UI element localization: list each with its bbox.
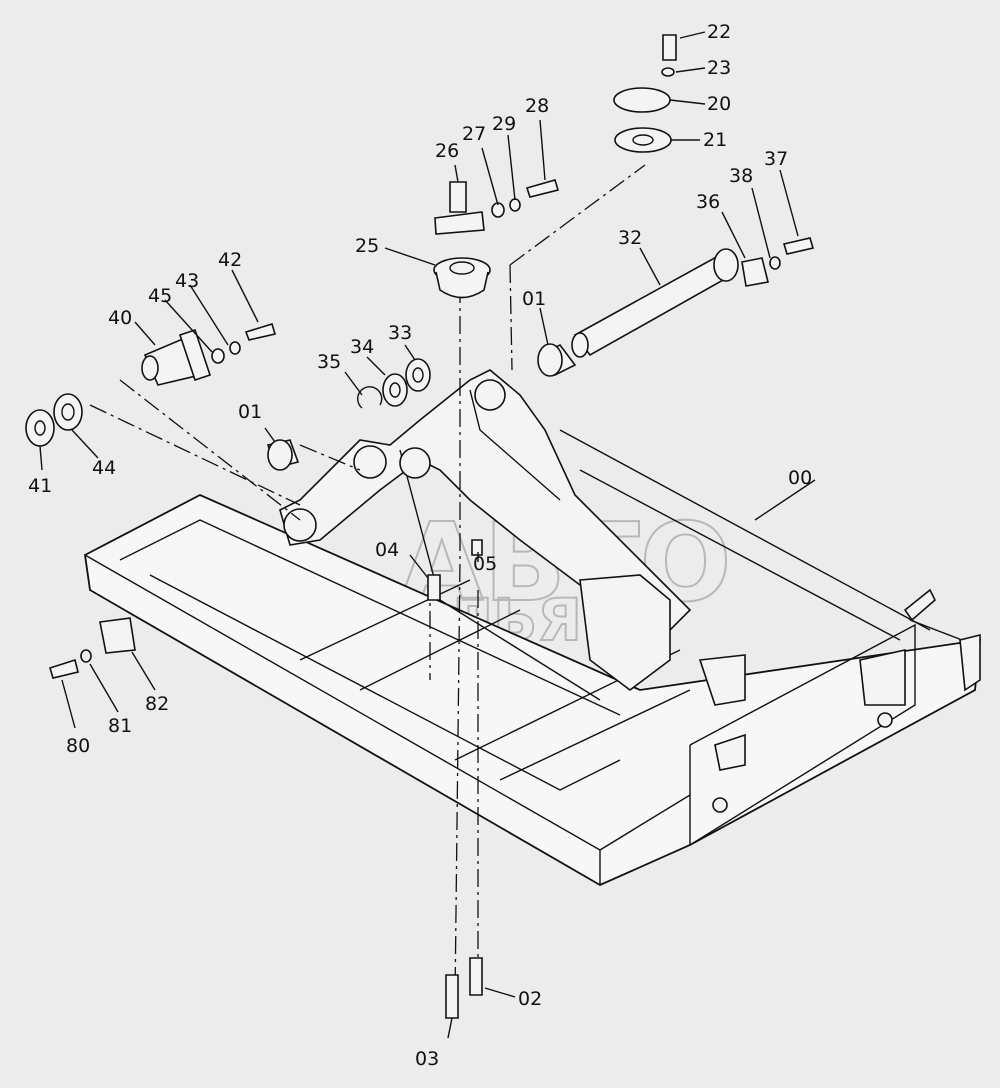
part-washer-33 [405, 358, 431, 392]
label-38: 38 [729, 165, 753, 187]
label-23: 23 [707, 57, 731, 79]
part-bolts [49, 34, 815, 1019]
part-ring-35 [357, 386, 383, 409]
label-37: 37 [764, 148, 788, 170]
label-28: 28 [525, 95, 549, 117]
label-32: 32 [618, 227, 642, 249]
label-21: 21 [703, 129, 727, 151]
part-bracket-26 [434, 181, 485, 235]
label-26: 26 [435, 140, 459, 162]
part-washer-34 [382, 373, 408, 407]
label-22: 22 [707, 21, 731, 43]
part-handle-82 [99, 617, 136, 654]
part-washer-41 [25, 409, 55, 447]
part-gasket-21 [614, 127, 672, 153]
part-pin-40 [141, 328, 212, 386]
leader-lines [39, 31, 816, 1039]
label-34: 34 [350, 336, 374, 358]
part-bushing-01-left [266, 439, 300, 471]
label-03: 03 [415, 1048, 439, 1070]
label-25: 25 [355, 235, 379, 257]
label-41: 41 [28, 475, 52, 497]
part-cover-20 [613, 87, 671, 113]
label-82: 82 [145, 693, 169, 715]
label-43: 43 [175, 270, 199, 292]
label-36: 36 [696, 191, 720, 213]
label-20: 20 [707, 93, 731, 115]
main-frame [84, 369, 982, 887]
label-35: 35 [317, 351, 341, 373]
label-05: 05 [473, 553, 497, 575]
label-01b: 01 [238, 401, 262, 423]
part-pin-32 [571, 248, 739, 358]
part-washer-44 [53, 393, 83, 431]
part-bushing-01-right [537, 343, 577, 377]
label-45: 45 [148, 285, 172, 307]
part-cap-25 [433, 257, 491, 299]
label-42: 42 [218, 249, 242, 271]
part-labels: 00 01 01 02 03 04 05 20 21 22 23 25 26 2… [28, 21, 812, 1070]
label-80: 80 [66, 735, 90, 757]
label-29: 29 [492, 113, 516, 135]
label-33: 33 [388, 322, 412, 344]
label-00: 00 [788, 467, 812, 489]
label-81: 81 [108, 715, 132, 737]
label-02: 02 [518, 988, 542, 1010]
label-44: 44 [92, 457, 116, 479]
label-04: 04 [375, 539, 399, 561]
part-plate-36 [741, 257, 769, 287]
label-27: 27 [462, 123, 486, 145]
label-01a: 01 [522, 288, 546, 310]
label-40: 40 [108, 307, 132, 329]
